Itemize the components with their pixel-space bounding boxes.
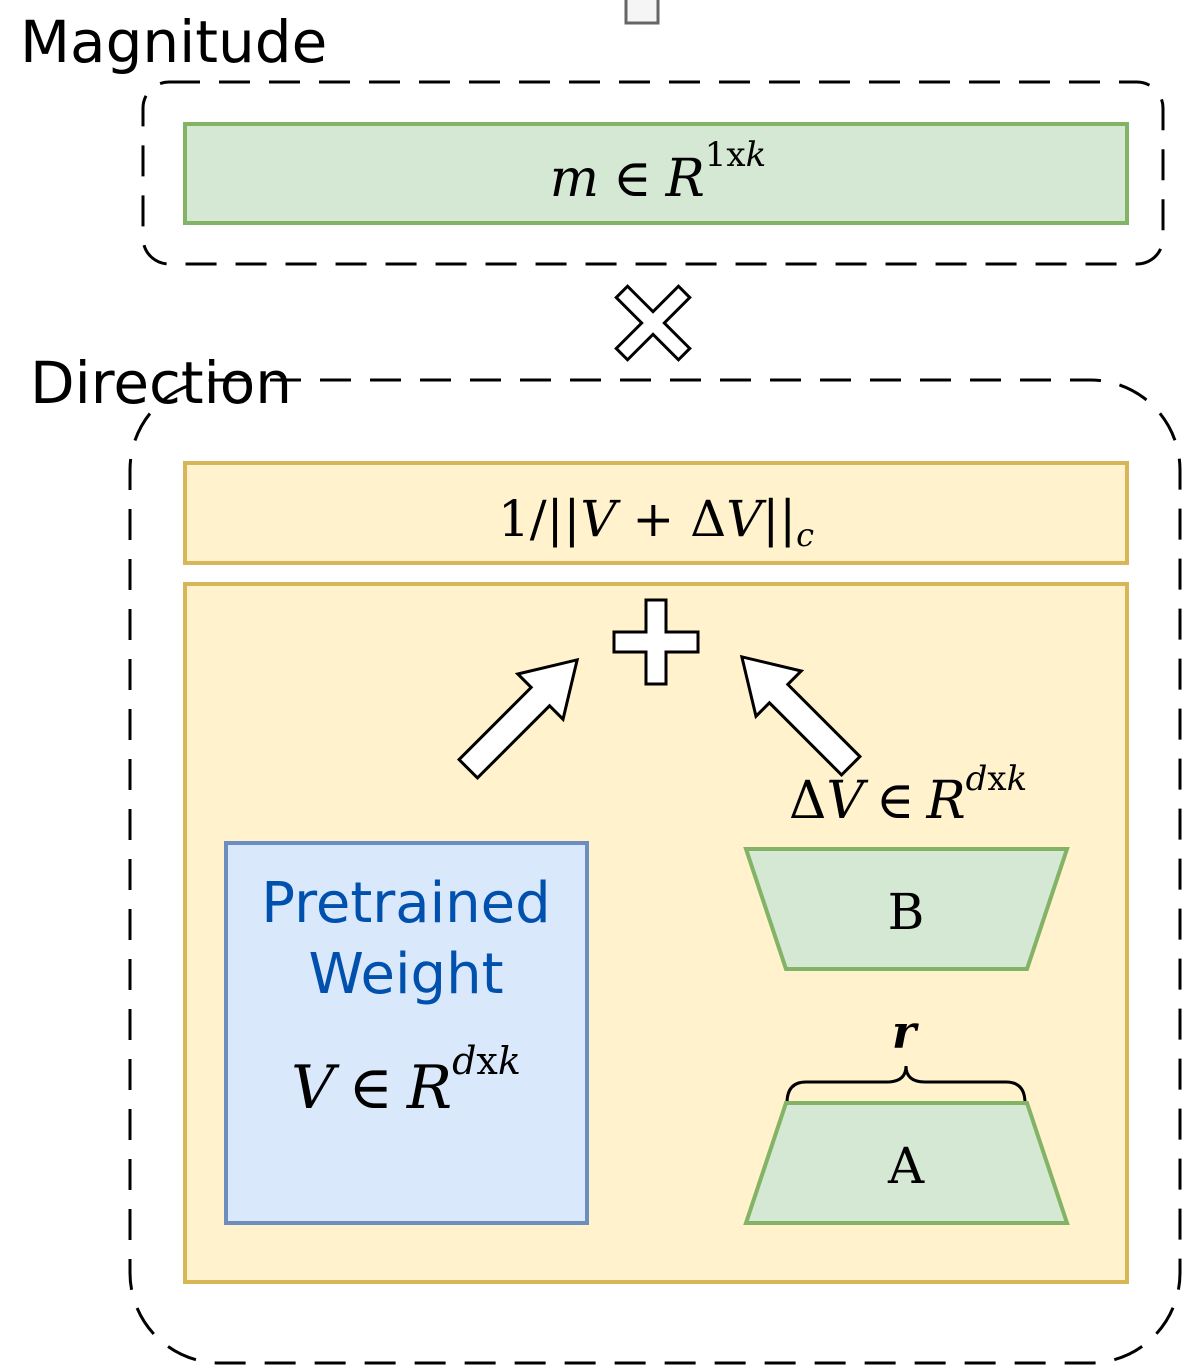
arrow-delta-to-add-icon	[739, 654, 863, 778]
direction-container	[128, 378, 1182, 1365]
top-input-box	[624, 0, 660, 25]
magnitude-label: Magnitude	[20, 8, 327, 76]
add-operator-icon	[612, 598, 700, 686]
norm-formula: 1/||V + ΔV||c	[498, 490, 814, 554]
magnitude-formula: m∈R1xk	[550, 135, 766, 209]
matrix-a-label: A	[887, 1137, 925, 1195]
delta-formula: ΔV∈Rdxk	[789, 759, 1027, 831]
direction-label: Direction	[30, 349, 292, 417]
arrow-pretrained-to-add-icon	[456, 657, 580, 781]
magnitude-vector-box	[183, 122, 1129, 225]
rank-label: r	[892, 1005, 920, 1059]
matrix-b-shape	[743, 847, 1070, 971]
multiply-operator-icon	[614, 284, 692, 362]
pretrained-weight-box	[224, 841, 589, 1225]
pretrained-label-line2: Weight	[308, 942, 503, 1007]
rank-brace	[785, 1065, 1027, 1104]
pretrained-label-line1: Pretrained	[261, 871, 550, 936]
pretrained-formula: V∈Rdxk	[291, 1039, 521, 1123]
matrix-a-shape	[743, 1101, 1070, 1225]
matrix-b-label: B	[888, 883, 925, 941]
norm-box	[183, 461, 1129, 565]
magnitude-container	[141, 80, 1165, 266]
